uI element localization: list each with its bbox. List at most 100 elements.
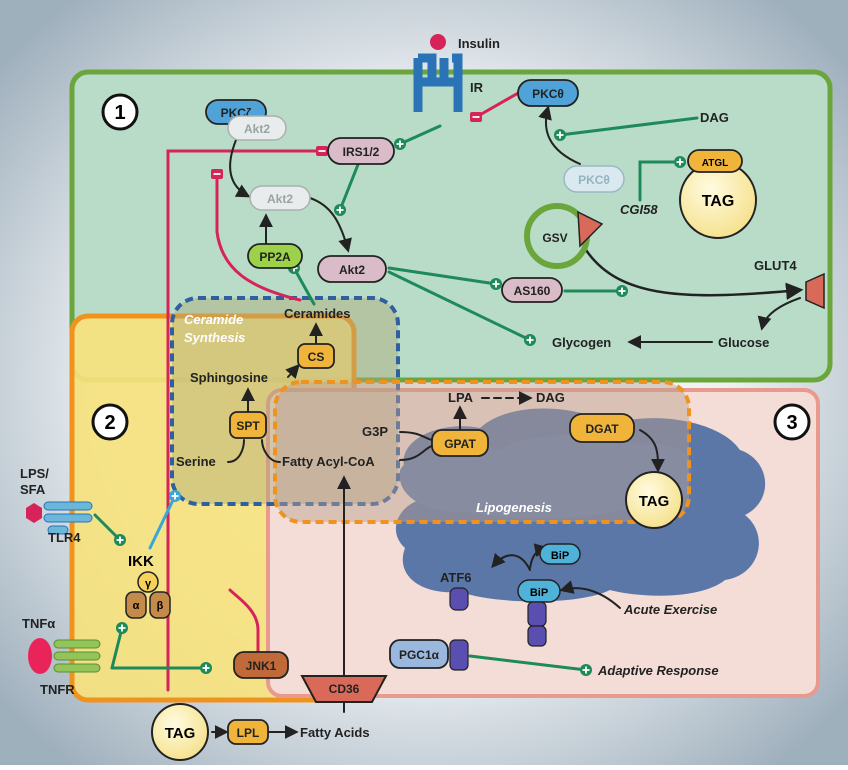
edge-serine-spt-fattyacyl bbox=[227, 439, 281, 463]
lps-sfa-label: SFA bbox=[20, 482, 46, 497]
g3p-label: G3P bbox=[362, 424, 388, 439]
atf6-protein bbox=[449, 587, 469, 611]
plus-icon bbox=[524, 334, 536, 346]
tag-r3-droplet: TAG bbox=[625, 471, 683, 529]
edge-tnfr-to-ikk bbox=[110, 626, 124, 670]
svg-text:JNK1: JNK1 bbox=[246, 659, 277, 673]
akt2-faded-top-node: Akt2 bbox=[227, 115, 287, 141]
svg-text:PGC1α: PGC1α bbox=[399, 648, 440, 662]
region-2-badge: 2 bbox=[91, 403, 129, 441]
spt-node: SPT bbox=[229, 411, 267, 439]
svg-text:IRS1/2: IRS1/2 bbox=[343, 145, 380, 159]
plus-icon bbox=[200, 662, 212, 674]
tnfa-label: TNFα bbox=[22, 616, 55, 631]
tag-bottom-droplet: TAG bbox=[151, 703, 209, 761]
edge-irs-to-akt2 bbox=[338, 160, 361, 212]
edge-exercise-to-bip bbox=[559, 580, 621, 609]
pgc1a-node: PGC1α bbox=[389, 639, 469, 671]
tlr4-receptor bbox=[26, 501, 93, 535]
serine-label: Serine bbox=[176, 454, 216, 469]
fatty-acids-label: Fatty Acids bbox=[300, 725, 370, 740]
edge-cgi58-to-atgl bbox=[638, 160, 682, 202]
edge-akt2faded-to-akt2 bbox=[309, 197, 352, 253]
tlr4-label: TLR4 bbox=[48, 530, 81, 545]
cd36-transporter: CD36 bbox=[300, 675, 388, 703]
pp2a-node: PP2A bbox=[247, 243, 303, 269]
atgl-node: ATGL bbox=[687, 149, 743, 173]
tnfr-receptor bbox=[28, 638, 101, 674]
dag-top-label: DAG bbox=[700, 110, 729, 125]
insulin-receptor bbox=[413, 34, 463, 112]
svg-text:PKCθ: PKCθ bbox=[532, 87, 564, 101]
glut4-label: GLUT4 bbox=[754, 258, 797, 273]
dgat-node: DGAT bbox=[569, 413, 635, 443]
minus-icon bbox=[211, 169, 223, 179]
lpl-node: LPL bbox=[227, 719, 269, 745]
svg-text:2: 2 bbox=[104, 412, 115, 434]
svg-text:AS160: AS160 bbox=[514, 284, 551, 298]
edge-dgat-to-tag bbox=[639, 429, 665, 473]
glucose-label: Glucose bbox=[718, 335, 769, 350]
gpat-node: GPAT bbox=[431, 429, 489, 457]
plus-icon bbox=[580, 664, 592, 676]
ceramide-synthesis-label: Ceramide bbox=[184, 312, 243, 327]
edge-jnk1-inhibit-irs bbox=[228, 588, 260, 654]
svg-text:3: 3 bbox=[786, 412, 797, 434]
ceramides-label: Ceramides bbox=[284, 306, 350, 321]
plus-icon bbox=[674, 156, 686, 168]
akt2-faded-mid-node: Akt2 bbox=[249, 185, 311, 211]
tnfr-label: TNFR bbox=[40, 682, 75, 697]
minus-icon bbox=[316, 146, 328, 156]
edge-ceramides-inhibit-akt bbox=[215, 174, 302, 302]
svg-text:PP2A: PP2A bbox=[259, 250, 291, 264]
svg-text:GPAT: GPAT bbox=[444, 437, 476, 451]
sphingosine-label: Sphingosine bbox=[190, 370, 268, 385]
edge-pkctfaded-to-pkct bbox=[538, 105, 581, 165]
plus-icon bbox=[334, 204, 346, 216]
ir-label: IR bbox=[470, 80, 484, 95]
svg-text:Akt2: Akt2 bbox=[244, 122, 270, 136]
ceramide-synthesis-region bbox=[170, 296, 400, 506]
edge-g3p-fattyacyl-gpat bbox=[399, 431, 433, 461]
ikk-label: IKK bbox=[128, 553, 154, 570]
plus-icon bbox=[554, 129, 566, 141]
edge-akt2-to-as160 bbox=[387, 266, 498, 286]
plus-icon bbox=[114, 534, 126, 546]
svg-text:Akt2: Akt2 bbox=[339, 263, 365, 277]
region-3-badge: 3 bbox=[773, 403, 811, 441]
acute-exercise-label: Acute Exercise bbox=[623, 602, 717, 617]
ikk-complex: γ α β bbox=[125, 571, 171, 619]
svg-text:γ: γ bbox=[145, 578, 152, 590]
svg-text:BiP: BiP bbox=[551, 550, 569, 562]
plus-icon bbox=[394, 138, 406, 150]
svg-text:1: 1 bbox=[114, 102, 125, 124]
svg-text:β: β bbox=[157, 600, 164, 612]
svg-text:PKCθ: PKCθ bbox=[578, 173, 610, 187]
plus-icon bbox=[490, 278, 502, 290]
edge-pgc1a-to-adaptive bbox=[468, 654, 588, 672]
edge-ikk-to-serine-spt bbox=[148, 494, 177, 550]
lps-sfa-label: LPS/ bbox=[20, 466, 49, 481]
bip-complex: BiP bbox=[517, 579, 561, 647]
minus-icon bbox=[470, 112, 482, 122]
pkct-node: PKCθ bbox=[517, 79, 579, 107]
fatty-acyl-coa-label: Fatty Acyl-CoA bbox=[282, 454, 375, 469]
svg-text:Akt2: Akt2 bbox=[267, 192, 293, 206]
svg-text:CS: CS bbox=[308, 350, 325, 364]
plus-icon bbox=[116, 622, 128, 634]
insulin-label: Insulin bbox=[458, 36, 500, 51]
svg-text:CD36: CD36 bbox=[329, 682, 360, 696]
edge-ir-to-irs bbox=[398, 124, 442, 146]
adaptive-response-label: Adaptive Response bbox=[597, 663, 719, 678]
bip-node: BiP bbox=[539, 543, 581, 565]
tag-r1-droplet: TAG bbox=[679, 161, 757, 239]
edge-gsv-to-glut4 bbox=[584, 248, 804, 300]
cgi58-label: CGI58 bbox=[620, 202, 658, 217]
edge-pkcz-to-akt2 bbox=[229, 139, 251, 198]
svg-text:TAG: TAG bbox=[639, 493, 670, 510]
svg-text:α: α bbox=[133, 600, 140, 612]
cs-node: CS bbox=[297, 343, 335, 369]
svg-text:LPL: LPL bbox=[237, 726, 260, 740]
jnk1-node: JNK1 bbox=[233, 651, 289, 679]
